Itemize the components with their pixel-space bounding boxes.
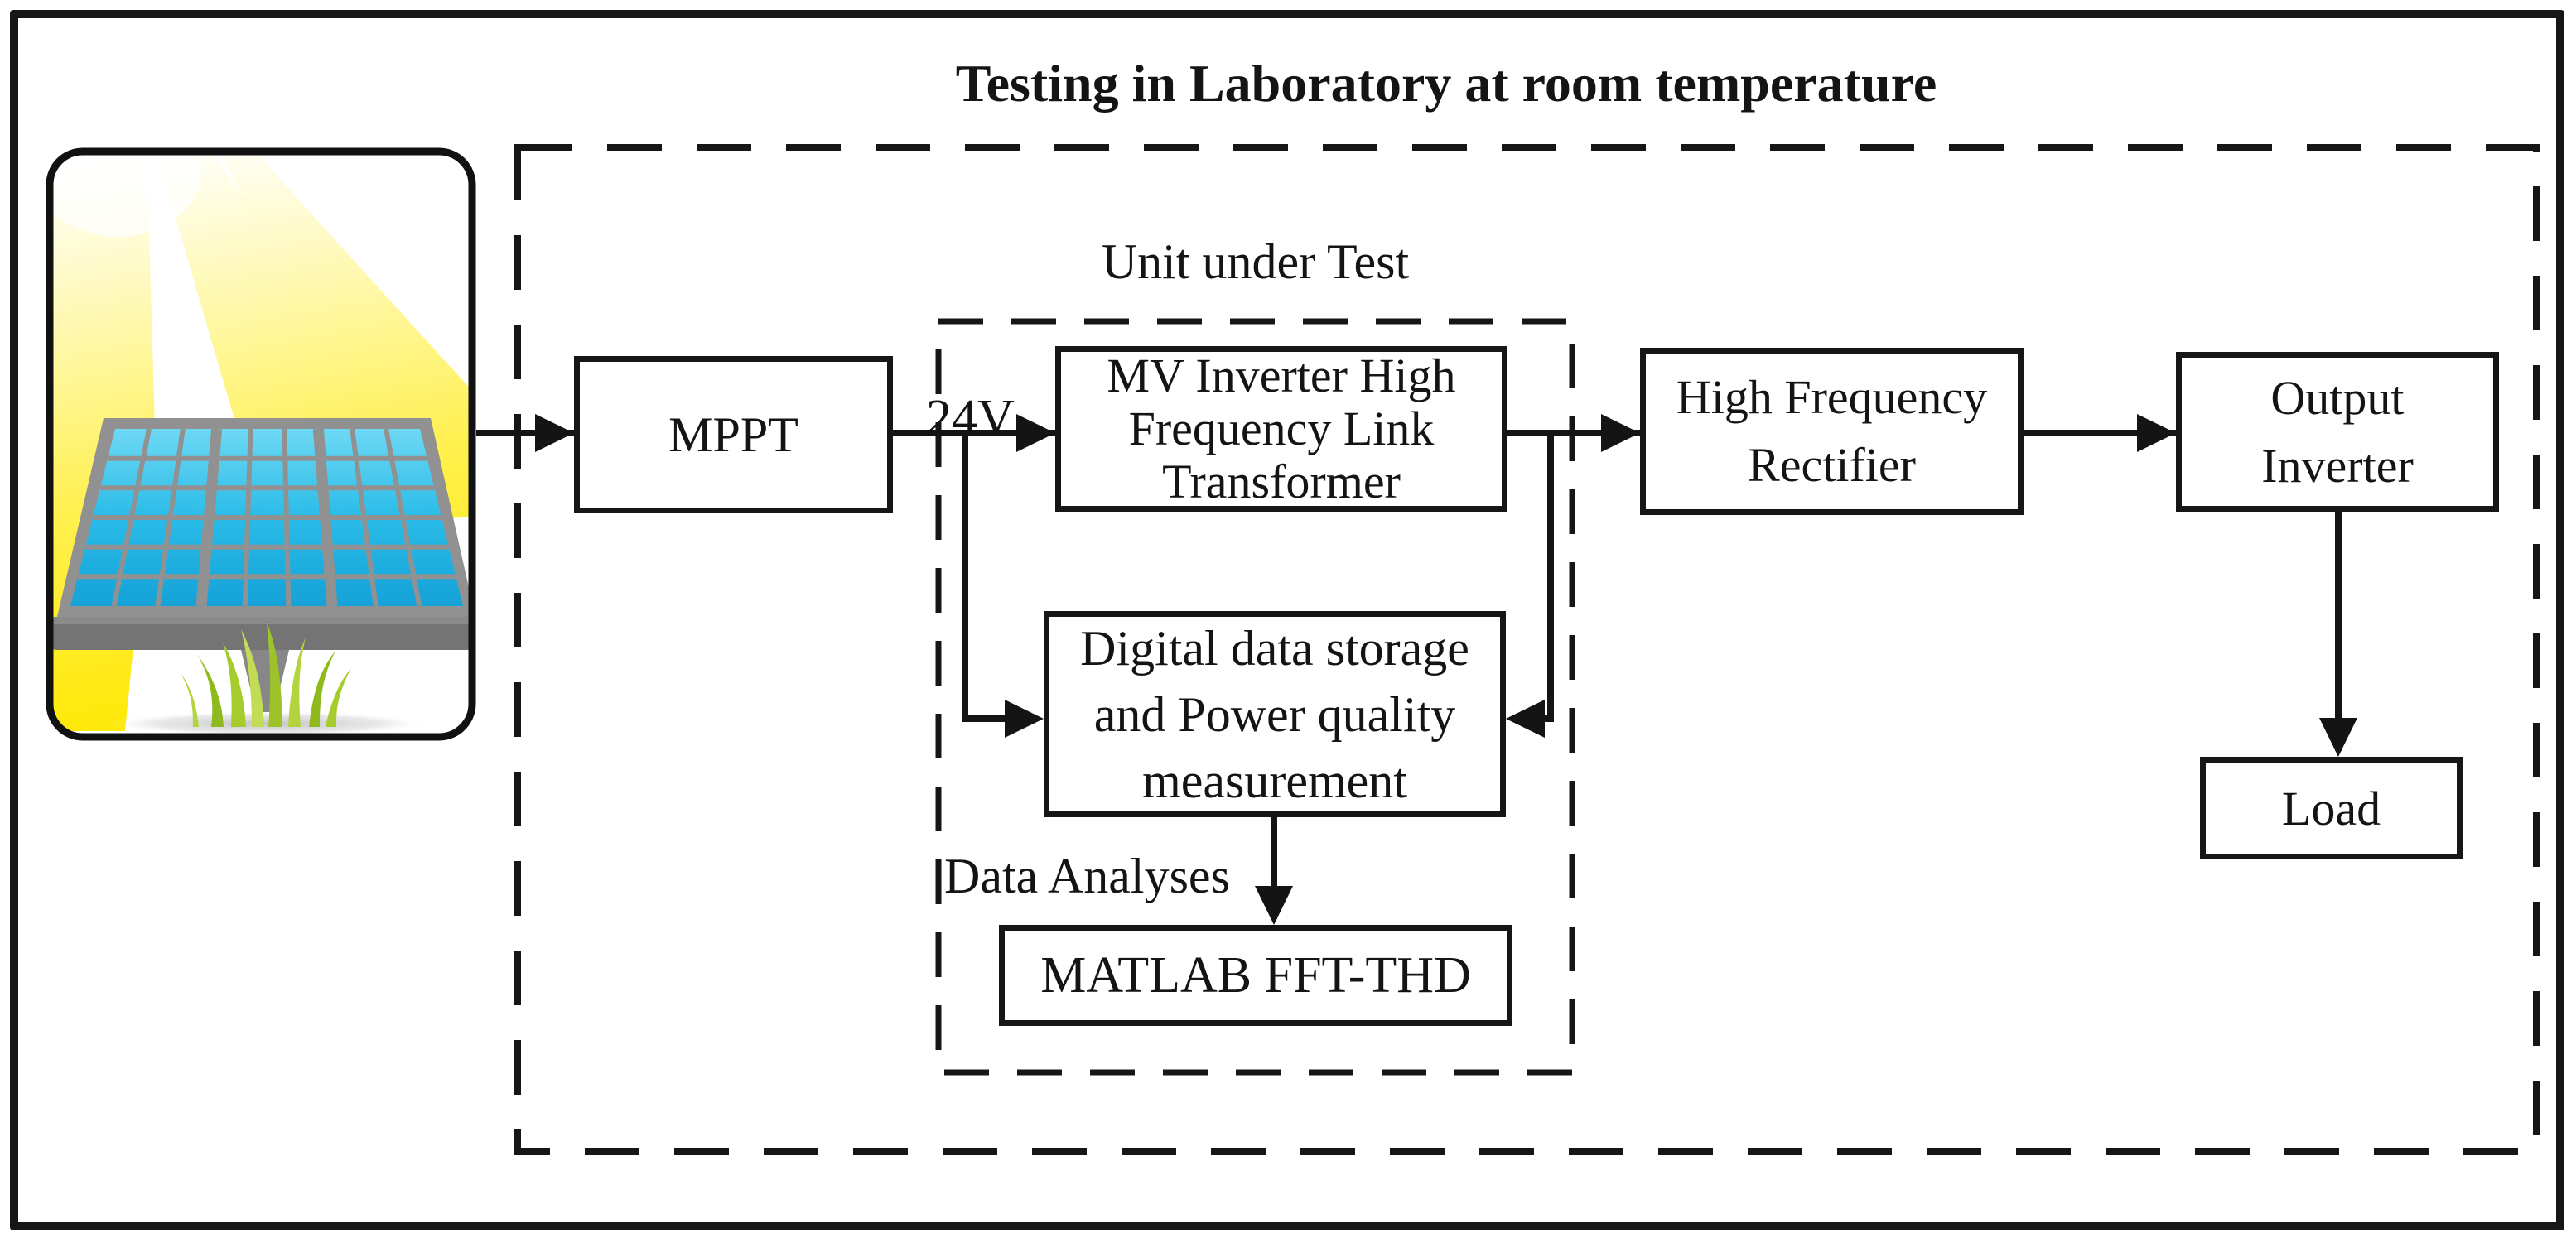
arrowhead-into-mppt xyxy=(535,414,574,452)
block-high-frequency-rectifier-label: High Frequency Rectifier xyxy=(1676,363,1987,499)
block-digital-storage-label: Digital data storage and Power quality m… xyxy=(1080,615,1469,814)
block-mppt: MPPT xyxy=(574,356,893,513)
block-mv-inverter-line2: Frequency Link xyxy=(1128,402,1435,455)
block-output-inverter-line1: Output xyxy=(2270,370,2405,425)
laboratory-dashed-box xyxy=(514,144,2540,1155)
arrowhead-into-storage-left xyxy=(1005,700,1044,738)
ground-shadow xyxy=(105,711,430,736)
solar-panel-illustration xyxy=(46,147,476,741)
voltage-label: 24V xyxy=(926,390,1015,446)
block-load: Load xyxy=(2200,757,2463,859)
outer-border xyxy=(10,10,2564,1230)
block-mppt-label: MPPT xyxy=(668,407,798,462)
arrowhead-into-mv-inverter xyxy=(1016,414,1055,452)
block-output-inverter-label: Output Inverter xyxy=(2261,364,2414,500)
block-mv-inverter: MV Inverter High Frequency Link Transfor… xyxy=(1055,346,1507,512)
block-rectifier-line1: High Frequency xyxy=(1676,370,1988,424)
block-mv-inverter-line3: Transformer xyxy=(1162,455,1401,508)
solar-card-border xyxy=(46,147,476,741)
block-digital-storage: Digital data storage and Power quality m… xyxy=(1044,611,1506,817)
block-digital-storage-line2: and Power quality xyxy=(1093,686,1456,742)
block-matlab-label: MATLAB FFT-THD xyxy=(1040,946,1471,1004)
arrowhead-into-load xyxy=(2319,718,2357,757)
block-output-inverter: Output Inverter xyxy=(2176,352,2499,512)
arrowhead-into-matlab xyxy=(1255,886,1293,925)
data-analyses-label: Data Analyses xyxy=(944,849,1230,903)
grass-icon xyxy=(181,622,351,727)
block-load-label: Load xyxy=(2281,781,2381,835)
block-digital-storage-line3: measurement xyxy=(1142,753,1407,808)
unit-under-test-dashed-box xyxy=(935,318,1575,1076)
arrowheads xyxy=(535,414,2357,925)
block-mv-inverter-line1: MV Inverter High xyxy=(1107,349,1456,402)
unit-under-test-label: Unit under Test xyxy=(1101,234,1410,289)
arrowhead-into-rectifier xyxy=(1601,414,1640,452)
block-matlab-fft-thd: MATLAB FFT-THD xyxy=(999,925,1512,1026)
arrowhead-into-output-inverter xyxy=(2137,414,2176,452)
block-high-frequency-rectifier: High Frequency Rectifier xyxy=(1640,348,2024,515)
block-output-inverter-line2: Inverter xyxy=(2261,438,2414,493)
diagram-title: Testing in Laboratory at room temperatur… xyxy=(955,54,1937,113)
block-rectifier-line2: Rectifier xyxy=(1748,438,1916,492)
block-mv-inverter-label: MV Inverter High Frequency Link Transfor… xyxy=(1107,349,1456,508)
arrowhead-into-storage-right xyxy=(1506,700,1545,738)
solar-panel-icon xyxy=(51,418,472,712)
block-digital-storage-line1: Digital data storage xyxy=(1080,620,1469,676)
